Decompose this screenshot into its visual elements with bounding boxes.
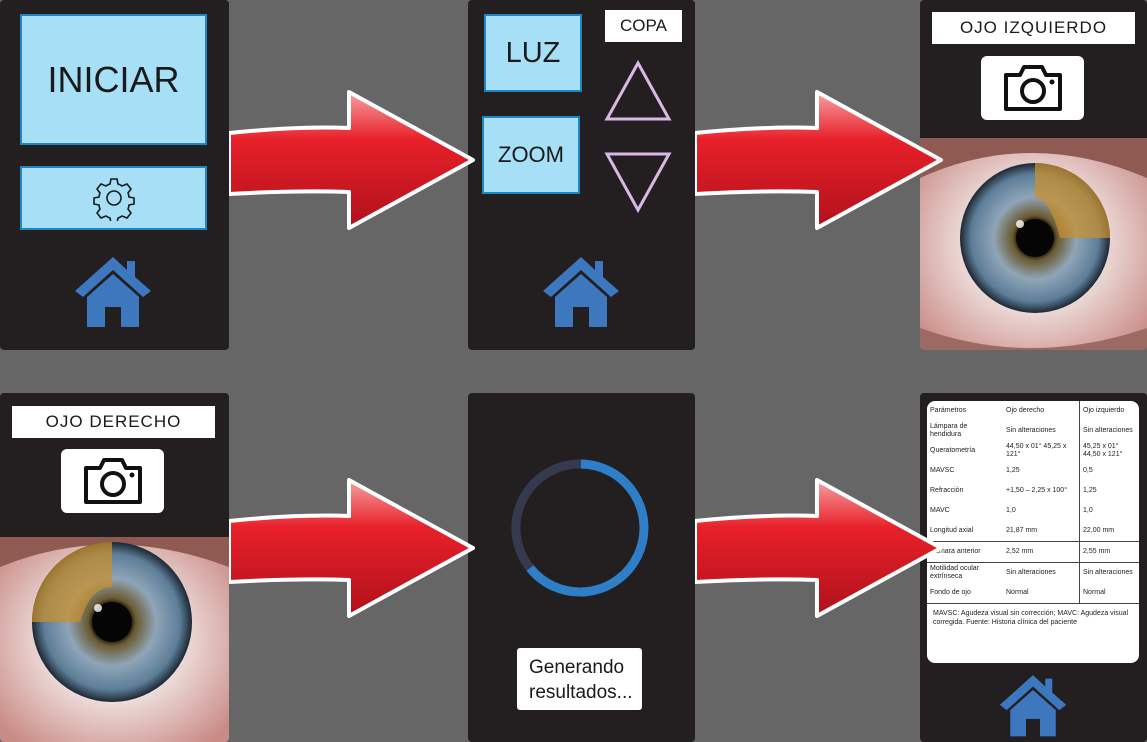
cup-label: COPA bbox=[605, 10, 682, 42]
table-row: Queratometría 44,50 x 01° 45,25 x 121° 4… bbox=[927, 441, 1139, 461]
triangle-down-icon[interactable] bbox=[603, 146, 673, 216]
table-row: Refracción +1,50 – 2,25 x 100° 1,25 bbox=[927, 481, 1139, 501]
results-panel: Parámetros Ojo derecho Ojo izquierdo Lám… bbox=[920, 393, 1147, 742]
camera-icon bbox=[1003, 65, 1062, 111]
flow-arrow-3 bbox=[229, 478, 475, 618]
control-panel: LUZ ZOOM COPA bbox=[468, 0, 695, 350]
results-table: Parámetros Ojo derecho Ojo izquierdo Lám… bbox=[927, 401, 1139, 603]
settings-button[interactable] bbox=[20, 166, 207, 230]
generating-results-status: Generando resultados... bbox=[517, 648, 642, 710]
camera-icon bbox=[83, 458, 142, 504]
start-screen-panel: INICIAR bbox=[0, 0, 229, 350]
table-row: Fondo de ojo Normal Normal bbox=[927, 583, 1139, 603]
left-eye-title: OJO IZQUIERDO bbox=[932, 12, 1135, 44]
camera-button[interactable] bbox=[981, 56, 1084, 120]
flow-arrow-1 bbox=[229, 90, 475, 230]
start-button[interactable]: INICIAR bbox=[20, 14, 207, 145]
light-button[interactable]: LUZ bbox=[484, 14, 582, 92]
processing-panel: Generando resultados... bbox=[468, 393, 695, 742]
zoom-button[interactable]: ZOOM bbox=[482, 116, 580, 194]
table-row: Cámara anterior 2,52 mm 2,55 mm bbox=[927, 541, 1139, 563]
left-eye-photo bbox=[920, 138, 1147, 350]
table-row: MAVC 1,0 1,0 bbox=[927, 501, 1139, 521]
left-eye-panel: OJO IZQUIERDO bbox=[920, 0, 1147, 350]
camera-button[interactable] bbox=[61, 449, 164, 513]
flow-arrow-4 bbox=[695, 478, 943, 618]
table-header-row: Parámetros Ojo derecho Ojo izquierdo bbox=[927, 401, 1139, 421]
results-report: Parámetros Ojo derecho Ojo izquierdo Lám… bbox=[927, 401, 1139, 663]
triangle-up-icon[interactable] bbox=[603, 57, 673, 127]
table-row: Lámpara de hendidura Sin alteraciones Si… bbox=[927, 421, 1139, 441]
right-eye-photo bbox=[0, 537, 229, 742]
gear-icon bbox=[92, 178, 135, 221]
home-icon[interactable] bbox=[541, 253, 621, 327]
right-eye-panel: OJO DERECHO bbox=[0, 393, 229, 742]
table-row: Motilidad ocular extrínseca Sin alteraci… bbox=[927, 562, 1139, 583]
right-eye-title: OJO DERECHO bbox=[12, 406, 215, 438]
loading-spinner-icon bbox=[511, 459, 649, 597]
table-row: MAVSC 1,25 0,5 bbox=[927, 461, 1139, 481]
report-footnote: MAVSC: Agudeza visual sin corrección; MA… bbox=[927, 603, 1139, 632]
flow-arrow-2 bbox=[695, 90, 943, 230]
home-icon[interactable] bbox=[998, 671, 1068, 737]
table-row: Longitud axial 21,87 mm 22,00 mm bbox=[927, 521, 1139, 542]
home-icon[interactable] bbox=[73, 253, 153, 327]
